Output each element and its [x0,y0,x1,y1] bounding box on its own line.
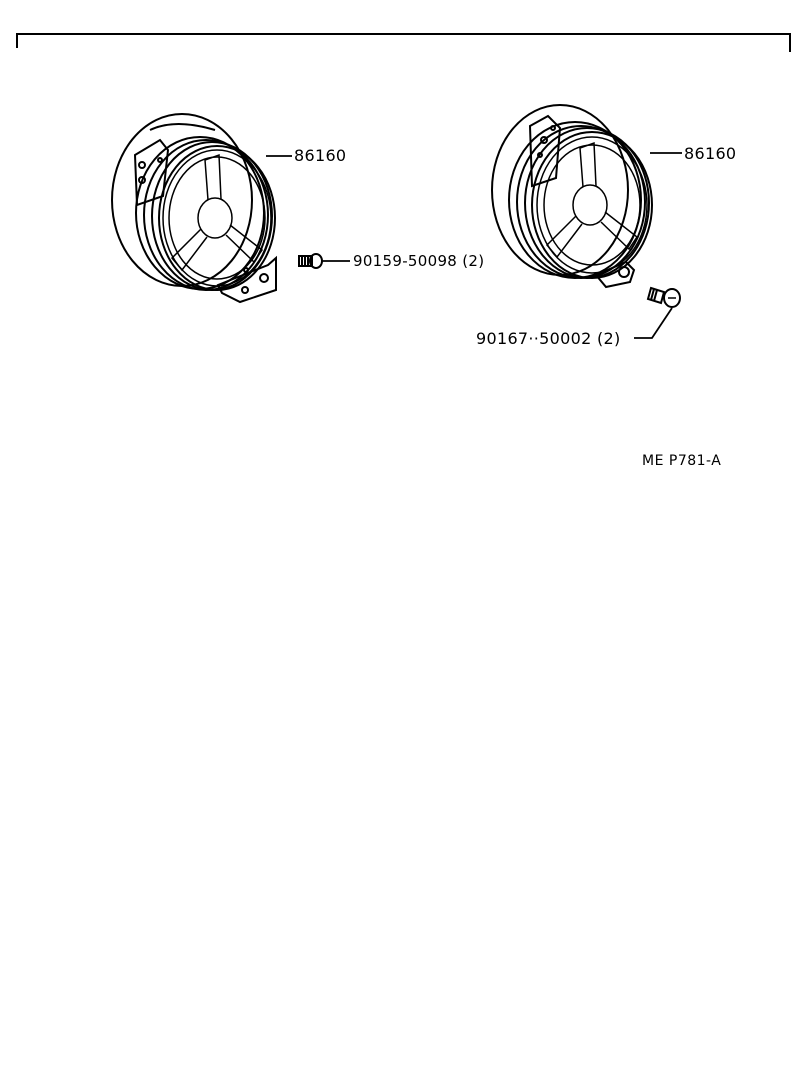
left-screw-icon [298,253,323,269]
diagram-reference-code: ME P781-A [642,453,722,469]
left-speaker-illustration [111,113,277,304]
left-screw-part-number: 90159-50098 (2) [353,252,485,270]
frame-border [16,33,791,52]
leader-lines [266,152,682,339]
right-speaker-part-number: 86160 [684,144,737,163]
right-screw-part-number: 90167··50002 (2) [476,329,621,348]
leader-right-screw [634,307,673,339]
right-screw-icon [646,286,681,308]
right-speaker-illustration [491,104,653,289]
left-speaker-part-number: 86160 [294,146,347,165]
